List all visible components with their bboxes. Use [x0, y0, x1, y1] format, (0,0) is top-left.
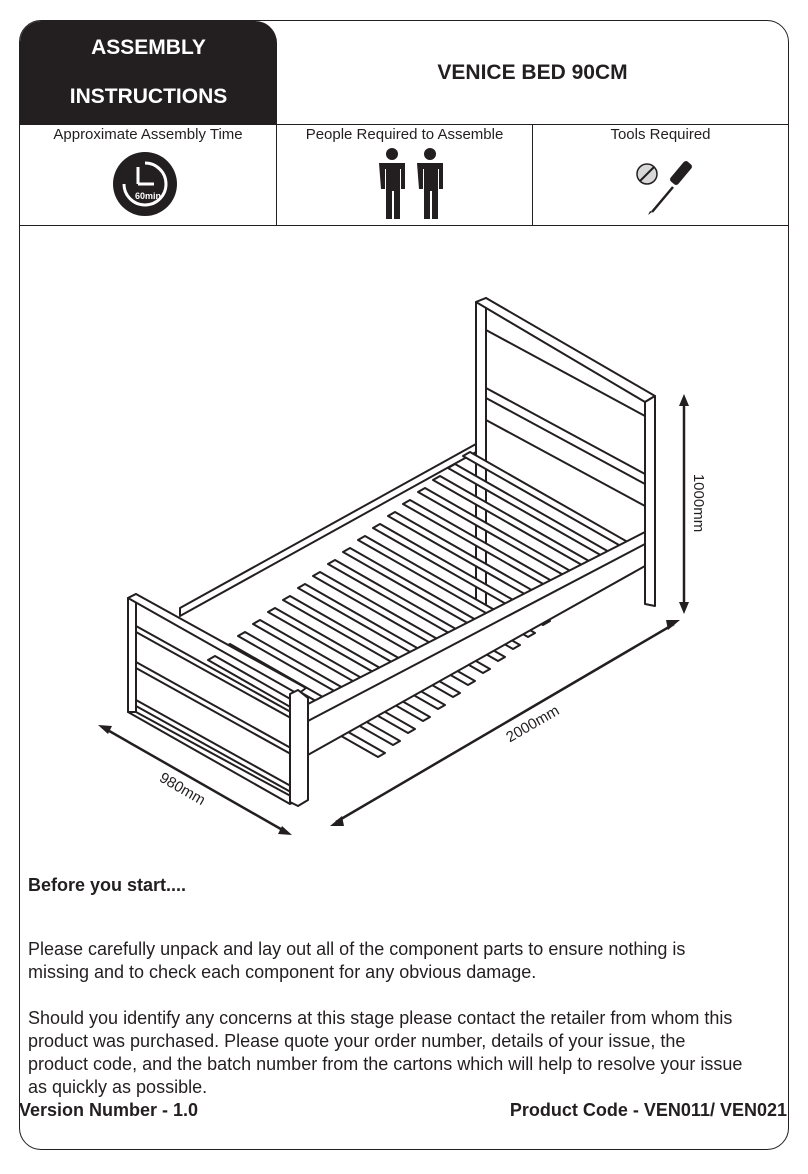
page-frame: ASSEMBLY INSTRUCTIONS VENICE BED 90CM Ap…: [19, 20, 789, 1150]
badge-line-2: INSTRUCTIONS: [69, 85, 228, 108]
assembly-instructions-badge: ASSEMBLY INSTRUCTIONS: [20, 21, 277, 125]
headboard: [475, 297, 656, 611]
person-icon: [379, 148, 405, 219]
height-dimension-label: 1000mm: [690, 474, 707, 532]
width-dimension-line: [103, 726, 287, 834]
footboard: [127, 593, 309, 807]
version-number: Version Number - 1.0: [19, 1100, 199, 1120]
two-people-icon: [379, 148, 443, 219]
people-required-label: People Required to Assemble: [305, 126, 504, 143]
assembly-time-label: Approximate Assembly Time: [53, 126, 243, 143]
before-you-start-heading: Before you start....: [28, 875, 187, 895]
length-dimension-label: 2000mm: [503, 702, 562, 746]
concerns-instructions: Should you identify any concerns at this…: [28, 1008, 743, 1097]
person-icon: [417, 148, 443, 219]
screwdriver-icon: [648, 161, 692, 215]
badge-line-1: ASSEMBLY: [91, 36, 206, 59]
assembly-time-value: 60min: [135, 191, 161, 201]
tools-required-label: Tools Required: [610, 126, 711, 143]
info-col-divider-2: [532, 125, 533, 226]
header-divider: [20, 124, 788, 125]
product-title: VENICE BED 90CM: [437, 61, 628, 84]
tools-icons: [636, 161, 692, 215]
unpack-instructions: Please carefully unpack and lay out all …: [28, 939, 686, 982]
length-dimension-line: [335, 622, 675, 824]
screw-icon: [636, 163, 658, 185]
product-code: Product Code - VEN011/ VEN021: [509, 1100, 787, 1120]
info-row-divider: [20, 225, 788, 226]
info-col-divider-1: [276, 125, 277, 226]
width-dimension-label: 980mm: [156, 769, 208, 809]
clock-icon: 60min: [113, 152, 177, 216]
far-side-rail: [179, 443, 477, 617]
